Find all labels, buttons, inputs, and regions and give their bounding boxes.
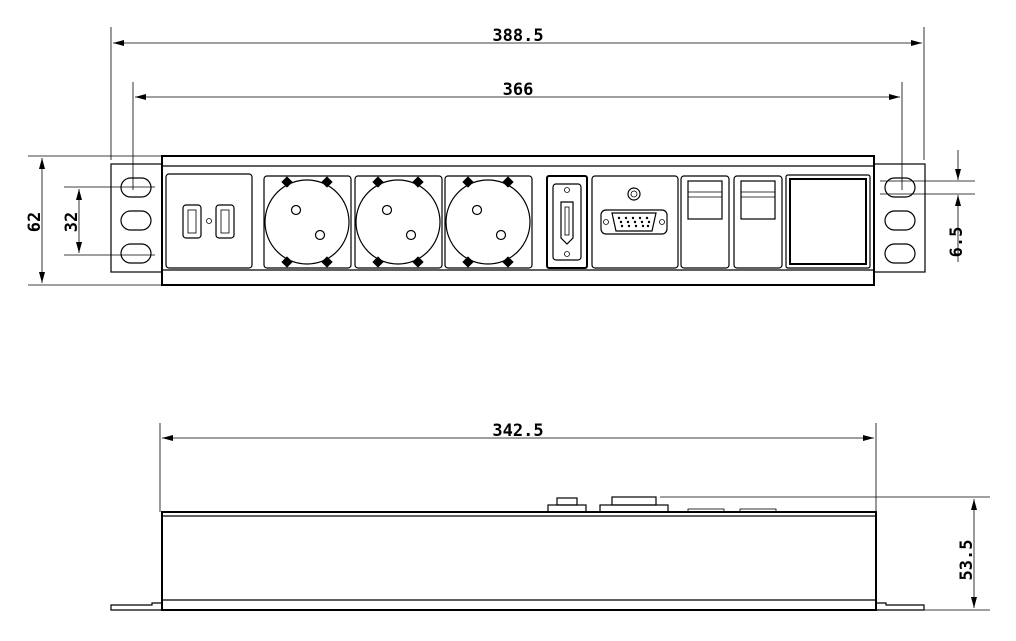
hdmi-port — [560, 201, 574, 245]
mount-slot — [120, 210, 152, 231]
height-label: 62 — [25, 212, 45, 232]
hdmi-module — [546, 175, 588, 269]
dim-inner-hole-spacing: 32 — [62, 186, 155, 256]
slot-dimension-label: 6.5 — [947, 227, 967, 258]
mount-hole-spacing-label: 366 — [503, 80, 534, 100]
left-foot — [110, 602, 162, 611]
usb-port — [182, 204, 202, 239]
vga-module — [591, 175, 679, 269]
mount-slot — [120, 243, 152, 264]
front-view: 388.5 366 62 32 — [25, 26, 975, 286]
mount-slot — [884, 243, 916, 264]
schuko-socket — [444, 175, 533, 269]
overall-width-label: 388.5 — [492, 26, 543, 46]
rj45-module — [733, 175, 783, 269]
body-width-label: 342.5 — [492, 421, 543, 441]
right-foot — [876, 602, 925, 611]
left-mount-bracket — [110, 163, 163, 273]
hdmi-protrusion — [547, 497, 587, 513]
schuko-socket — [263, 175, 352, 269]
inner-hole-spacing-label: 32 — [62, 212, 82, 232]
dim-height: 62 — [25, 155, 162, 286]
blank-module — [785, 174, 871, 269]
power-strip-body — [161, 155, 875, 286]
dim-slot: 6.5 — [880, 150, 975, 262]
schuko-socket — [354, 175, 443, 269]
dim-mount-hole-spacing: 366 — [132, 80, 903, 190]
dim-body-width: 342.5 — [159, 421, 877, 512]
mount-slot — [120, 177, 152, 198]
rj45-port — [687, 180, 723, 220]
usb-module — [165, 173, 253, 269]
rj45-port — [740, 180, 776, 220]
rj45-module — [680, 175, 730, 269]
mount-slot — [884, 177, 916, 198]
usb-port — [215, 204, 235, 239]
depth-label: 53.5 — [957, 540, 977, 581]
side-view: 342.5 53.5 — [110, 421, 990, 611]
dim-depth: 53.5 — [660, 496, 990, 611]
right-mount-bracket — [873, 163, 926, 273]
side-body — [161, 511, 877, 611]
vga-protrusion — [599, 496, 669, 513]
mount-slot — [884, 210, 916, 231]
dim-overall-width: 388.5 — [110, 26, 925, 160]
vga-port — [600, 209, 668, 235]
